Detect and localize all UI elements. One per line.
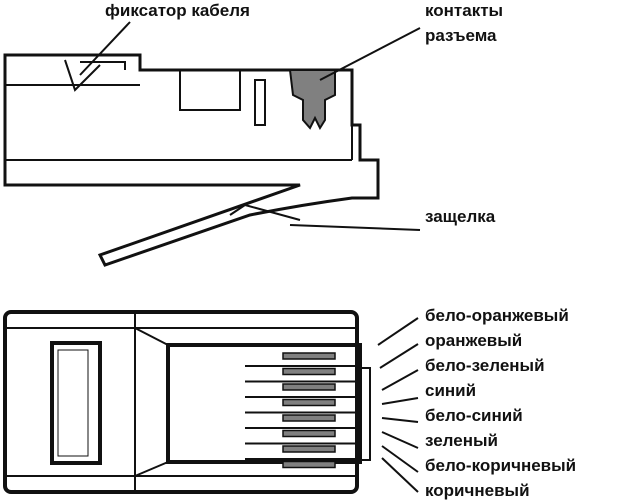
contact-pad — [282, 367, 336, 376]
wire-label: бело-синий — [425, 406, 523, 425]
side-leader-lines — [79, 21, 421, 231]
latch-label: защелка — [425, 207, 496, 226]
contacts-label-line2: разъема — [425, 26, 497, 45]
side-view — [3, 53, 380, 267]
contact-pad — [282, 398, 336, 407]
wire-label: оранжевый — [425, 331, 523, 350]
wire-label: синий — [425, 381, 477, 400]
leader-line — [381, 445, 419, 473]
contact-blade — [288, 69, 336, 131]
contact-pad — [282, 460, 336, 469]
leader-line — [381, 431, 419, 449]
contacts-label-line1: контакты — [425, 1, 504, 20]
leader-line — [381, 417, 419, 423]
leader-line — [381, 369, 419, 391]
wire-leader-lines — [377, 317, 419, 493]
wire-label: бело-зеленый — [425, 356, 545, 375]
wire-label: коричневый — [425, 481, 530, 500]
cable-clamp-label: фиксатор кабеля — [105, 1, 250, 20]
wire-label: бело-коричневый — [425, 456, 577, 475]
contact-pad — [282, 429, 336, 438]
leader-line — [379, 343, 419, 369]
contact-pad — [282, 383, 336, 391]
contact-pads — [282, 352, 336, 469]
contact-pad — [282, 445, 336, 453]
leader-line — [381, 397, 419, 405]
contact-pad — [282, 414, 336, 422]
wire-label: бело-оранжевый — [425, 306, 569, 325]
wire-lines — [245, 365, 362, 460]
leader-line — [377, 317, 419, 346]
wire-label: зеленый — [425, 431, 498, 450]
leader-line — [381, 457, 419, 493]
contact-pad — [282, 352, 336, 360]
front-view — [3, 310, 371, 494]
